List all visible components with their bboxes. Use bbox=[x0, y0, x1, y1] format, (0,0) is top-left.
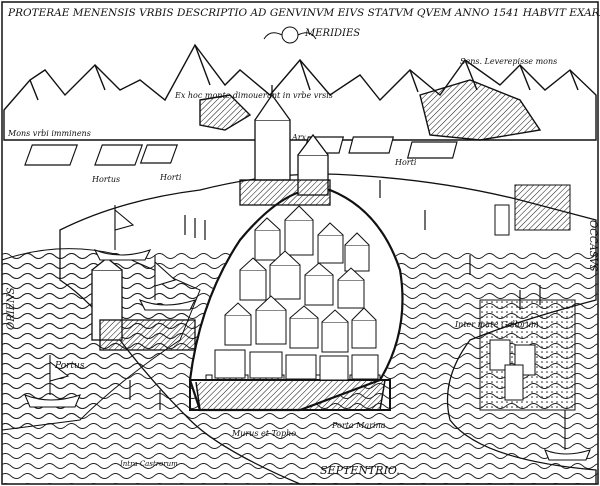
label-oriens: ORIENS bbox=[6, 287, 17, 330]
label-inter-mare: Inter mare Gallorum bbox=[454, 320, 539, 329]
label-mons-upper-right: Sens. Leverepisse mons bbox=[460, 57, 557, 66]
ships bbox=[23, 205, 591, 461]
city-buildings bbox=[214, 205, 379, 381]
label-mons-center: Ex hoc monte dimouerunt in vrbe vrsis bbox=[174, 91, 333, 100]
soldiers bbox=[129, 180, 541, 410]
label-porta-marina: Porta Marina bbox=[331, 421, 386, 430]
label-septentrio: SEPTENTRIO. bbox=[320, 464, 400, 477]
label-horti-mid: Horti bbox=[159, 173, 182, 182]
map-title: PROTERAE MENENSIS VRBIS DESCRIPTIO AD GE… bbox=[7, 7, 600, 19]
label-horti-left: Hortus bbox=[91, 175, 120, 184]
label-murus: Murus et Topho bbox=[231, 429, 296, 438]
mountains bbox=[3, 43, 597, 141]
harbor-tower bbox=[91, 257, 196, 351]
label-bottom-left: Intra Castrorum bbox=[119, 460, 178, 468]
label-horti-right: Horti bbox=[394, 158, 417, 167]
siege-camp bbox=[479, 184, 576, 411]
label-mons-left: Mons vrbi imminens bbox=[7, 129, 91, 138]
cherub-ornament bbox=[263, 26, 317, 44]
label-meridies: MERIDIES bbox=[304, 28, 360, 39]
label-arx: Arx bbox=[291, 133, 307, 142]
label-occasus: OCCASVS bbox=[587, 220, 598, 272]
citadel-arx bbox=[239, 85, 331, 206]
label-portus: Portus bbox=[54, 361, 85, 371]
